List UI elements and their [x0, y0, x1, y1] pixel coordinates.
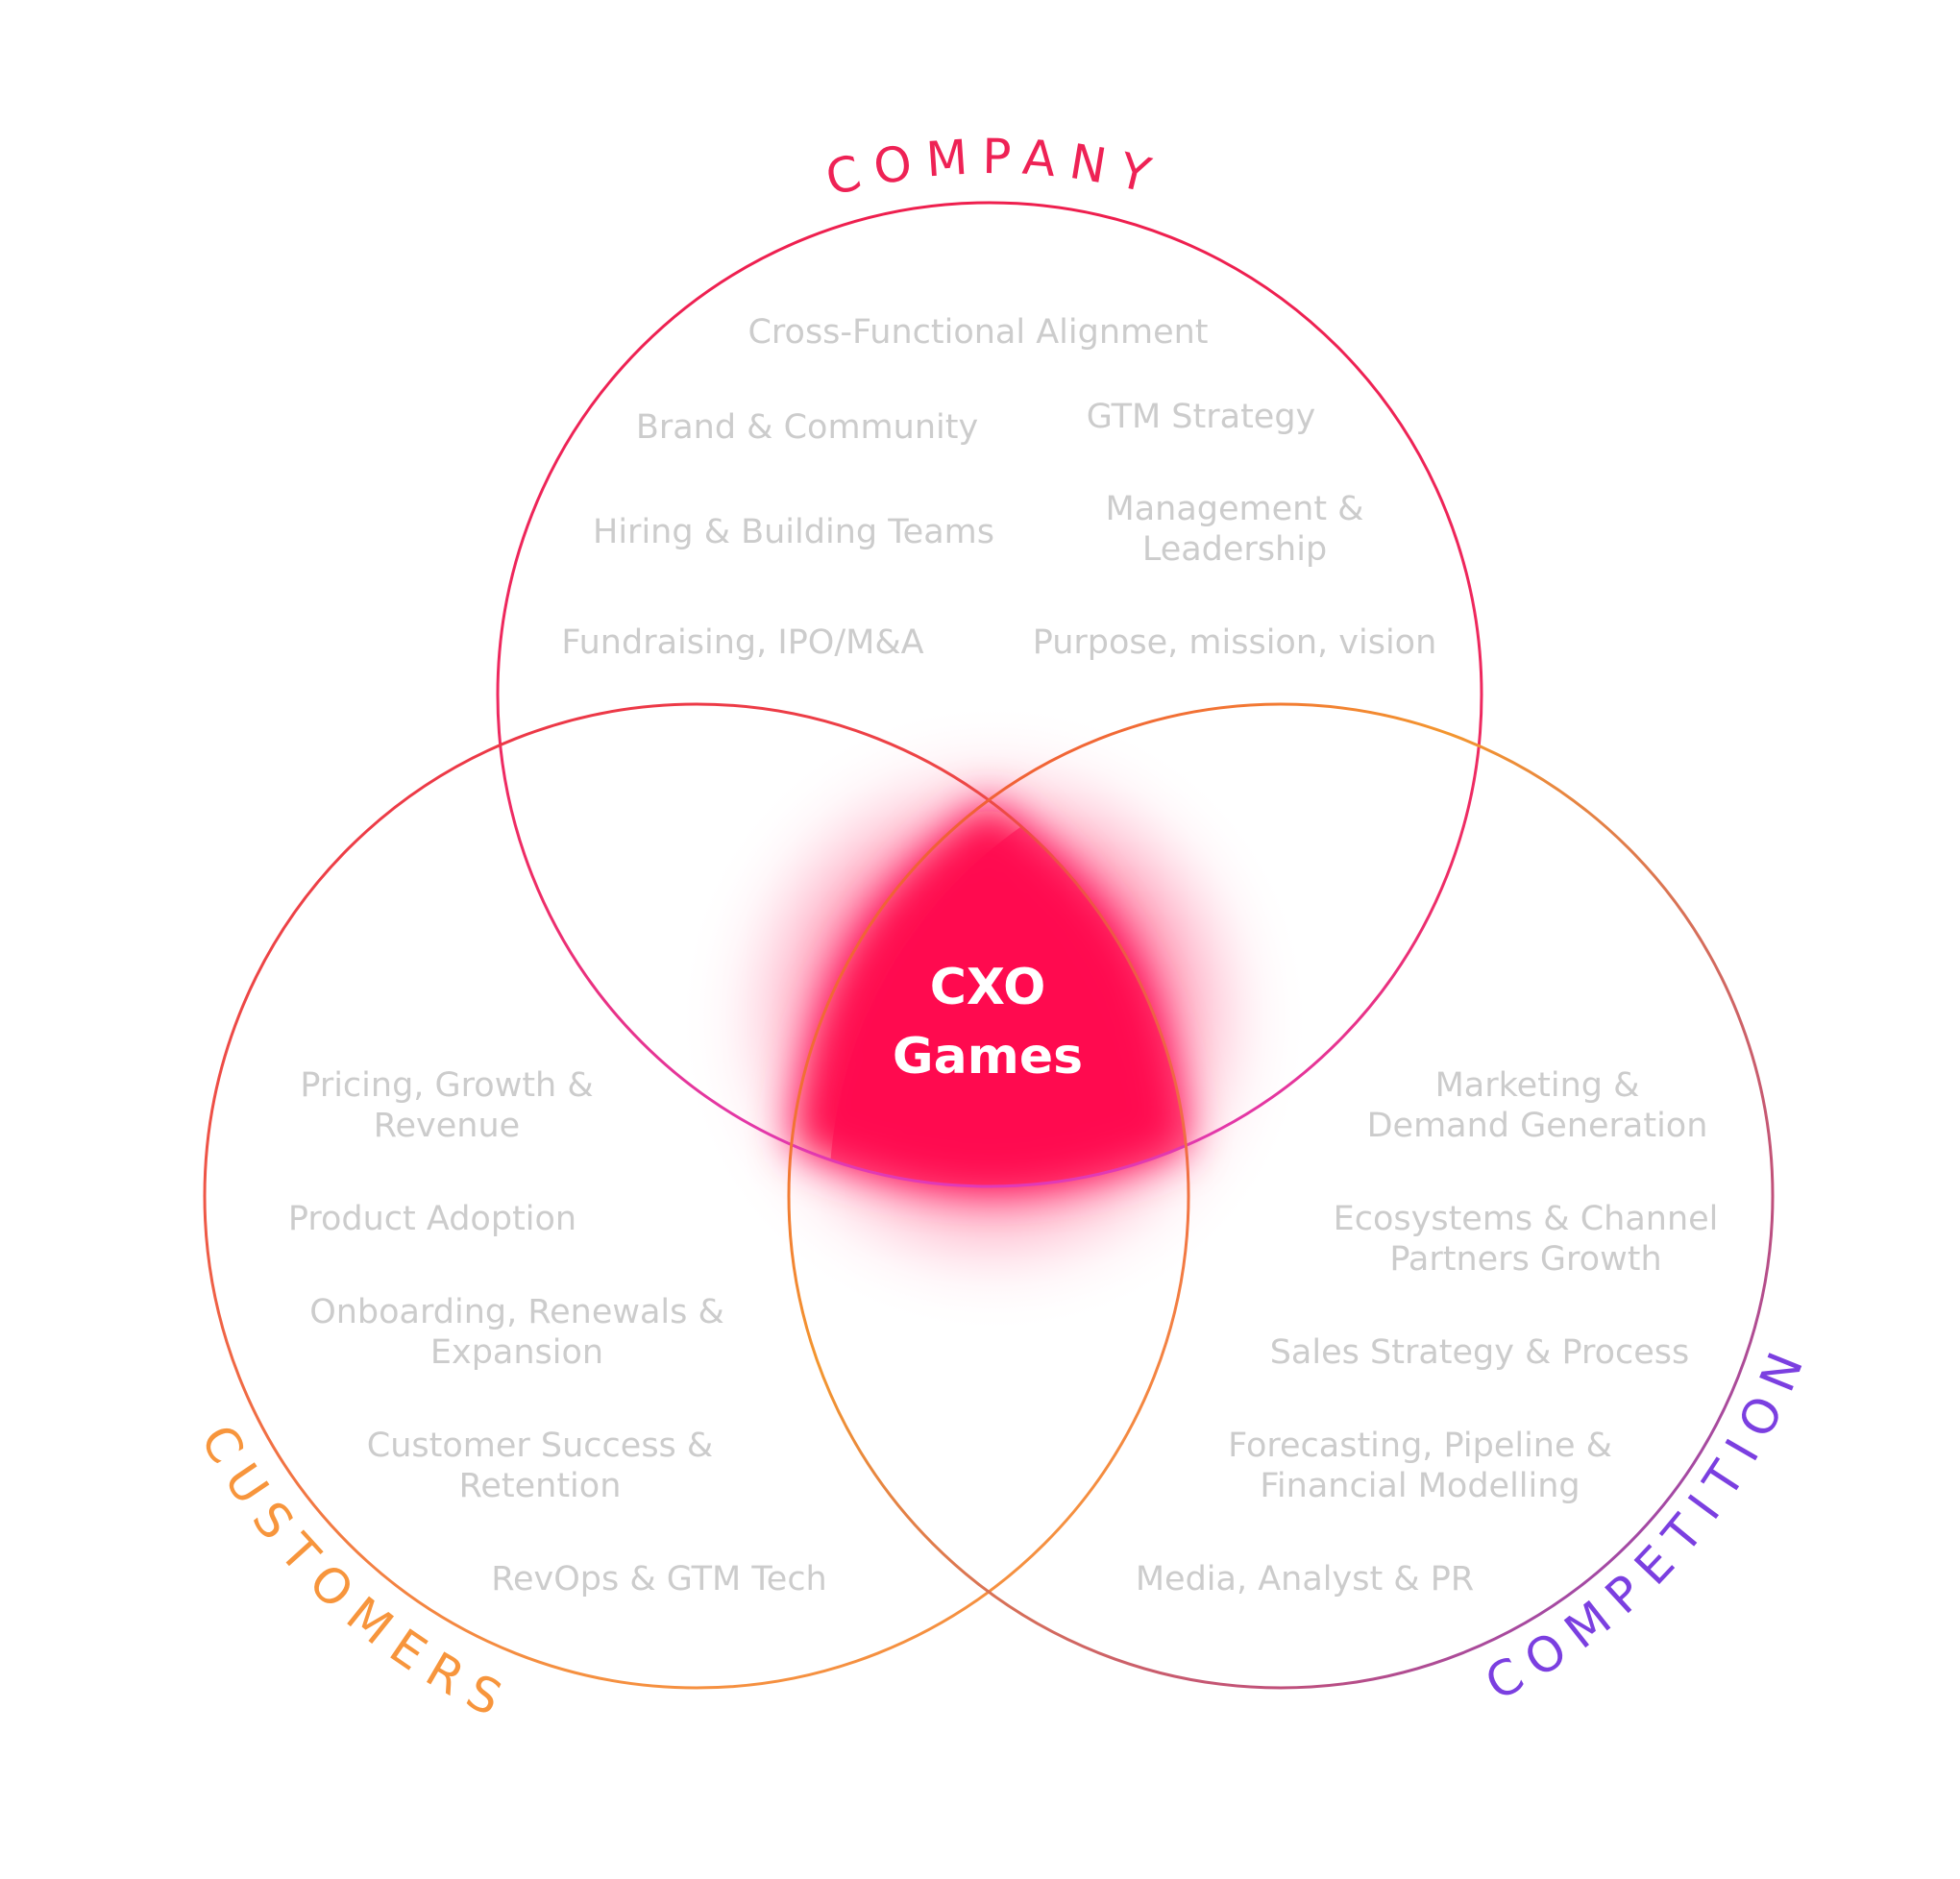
topic-purpose: Purpose, mission, vision [1033, 623, 1437, 662]
topic-ecosystems-line1: Ecosystems & Channel [1334, 1200, 1719, 1238]
topic-marketing-line1: Marketing & [1435, 1066, 1640, 1105]
topic-onboarding-line2: Expansion [430, 1333, 603, 1372]
topic-media: Media, Analyst & PR [1136, 1560, 1474, 1598]
topic-cross-functional: Cross-Functional Alignment [747, 313, 1208, 352]
topic-fundraising: Fundraising, IPO/M&A [561, 623, 923, 662]
topic-product-adoption: Product Adoption [288, 1200, 576, 1238]
company-label-text: COMPANY [821, 129, 1155, 207]
company-label: COMPANY [821, 129, 1168, 207]
company-topics: Cross-Functional Alignment Brand & Commu… [561, 313, 1436, 662]
customer-topics: Pricing, Growth & Revenue Product Adopti… [288, 1066, 827, 1598]
topic-customer-success-line2: Retention [459, 1467, 622, 1505]
center-label-line2: Games [893, 1028, 1083, 1086]
topic-customer-success-line1: Customer Success & [367, 1427, 713, 1465]
customers-circle [203, 702, 1190, 1690]
topic-management-line2: Leadership [1142, 530, 1327, 569]
topic-ecosystems-line2: Partners Growth [1389, 1240, 1661, 1279]
topic-hiring: Hiring & Building Teams [593, 513, 994, 551]
topic-pricing-line2: Revenue [374, 1107, 520, 1145]
center-label-line1: CXO [930, 959, 1046, 1016]
topic-sales-strategy: Sales Strategy & Process [1270, 1333, 1690, 1372]
topic-pricing-line1: Pricing, Growth & [300, 1066, 593, 1105]
topic-gtm-strategy: GTM Strategy [1087, 398, 1316, 436]
center-core [829, 744, 1188, 1186]
topic-forecasting-line2: Financial Modelling [1260, 1467, 1580, 1505]
topic-forecasting-line1: Forecasting, Pipeline & [1228, 1427, 1612, 1465]
competition-circle [787, 702, 1775, 1690]
topic-marketing-line2: Demand Generation [1367, 1107, 1708, 1145]
center-label: CXO Games [893, 959, 1083, 1086]
topic-onboarding-line1: Onboarding, Renewals & [309, 1293, 724, 1331]
topic-revops: RevOps & GTM Tech [491, 1560, 827, 1598]
topic-brand-community: Brand & Community [636, 408, 978, 447]
company-circle [496, 201, 1483, 1188]
competition-topics: Marketing & Demand Generation Ecosystems… [1136, 1066, 1719, 1598]
topic-management-line1: Management & [1106, 490, 1364, 528]
